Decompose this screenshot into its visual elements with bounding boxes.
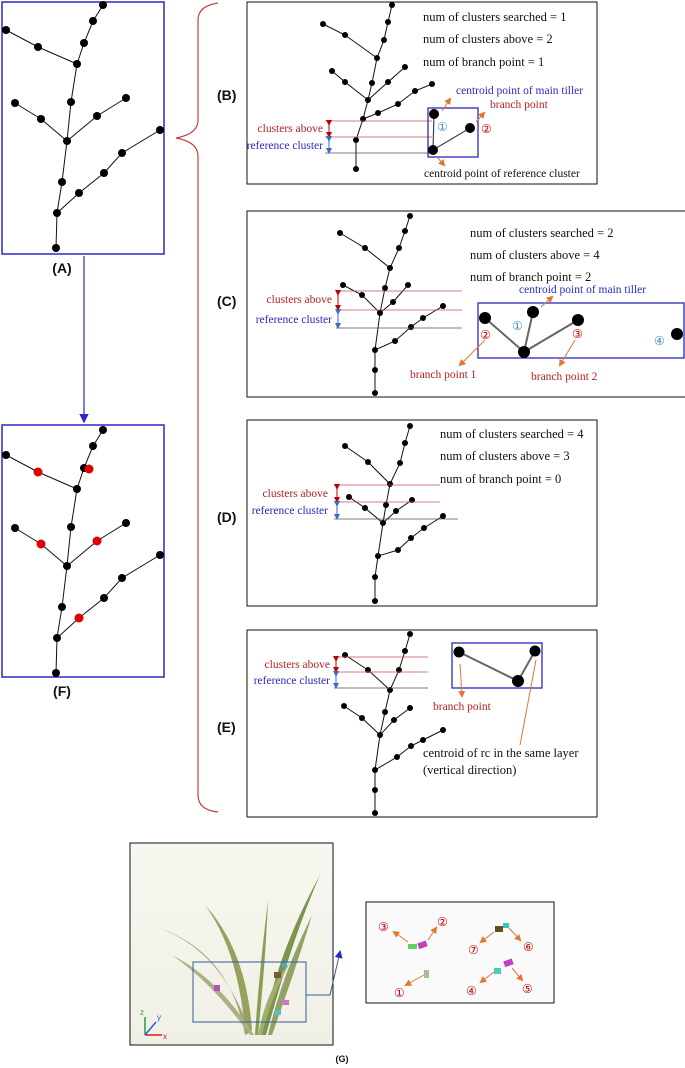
branch-count-text: num of branch point = 0 bbox=[440, 472, 561, 486]
panel-c-zoom-box bbox=[477, 302, 685, 359]
panel-f-skeleton bbox=[2, 426, 164, 677]
branch-point-marker bbox=[36, 539, 46, 549]
panel-d-label: (D) bbox=[217, 509, 236, 525]
panel-g: z y x ③ ② ① ⑦ ⑥ ④ ⑤ (G) bbox=[129, 842, 555, 1064]
main-tiller-label: centroid point of main tiller bbox=[456, 85, 583, 97]
cluster-detail bbox=[392, 923, 524, 986]
panel-e-layer-lines bbox=[333, 656, 428, 689]
panel-g-label: (G) bbox=[336, 1054, 349, 1064]
axis-x-label: x bbox=[163, 1032, 167, 1041]
reference-cluster-label: reference cluster bbox=[252, 505, 328, 517]
branch-count-text: num of branch point = 1 bbox=[423, 55, 544, 69]
branch-point-marker bbox=[33, 467, 43, 477]
panel-b-zoom-content bbox=[428, 109, 475, 155]
panel-c: (C) bbox=[217, 210, 685, 398]
plant-region-box bbox=[192, 961, 307, 1023]
clusters-above-label: clusters above bbox=[258, 123, 323, 135]
axis-y-label: y bbox=[157, 1013, 161, 1022]
panel-c-frame bbox=[246, 210, 685, 398]
panel-a: (A) bbox=[1, 1, 165, 276]
panel-c-skeleton bbox=[337, 213, 446, 396]
bracket bbox=[175, 2, 219, 813]
panel-a-skeleton bbox=[2, 1, 164, 252]
centroid-label-1: centroid of rc in the same layer bbox=[423, 746, 579, 760]
panel-b-skeleton bbox=[320, 2, 435, 172]
panel-d-skeleton bbox=[342, 423, 446, 604]
clusters-searched-text: num of clusters searched = 1 bbox=[423, 10, 566, 24]
branch-point-marker bbox=[92, 536, 102, 546]
clusters-searched-text: num of clusters searched = 4 bbox=[440, 427, 584, 441]
clusters-above-text: num of clusters above = 4 bbox=[470, 248, 600, 262]
marker-7: ⑦ bbox=[468, 943, 479, 957]
panel-d: (D) bbox=[217, 419, 598, 607]
panel-e-label: (E) bbox=[217, 719, 236, 735]
panel-b-frame bbox=[246, 1, 598, 185]
reference-cluster-label: reference cluster bbox=[247, 140, 323, 152]
branch-point-marker bbox=[84, 464, 94, 474]
panel-g-detail-frame bbox=[365, 901, 555, 1004]
marker-2: ② bbox=[480, 328, 491, 342]
branch-point-label: branch point bbox=[433, 701, 492, 713]
panel-e-zoom-box bbox=[451, 642, 543, 689]
marker-1: ① bbox=[394, 986, 405, 1000]
panel-e-skeleton bbox=[341, 631, 446, 816]
clusters-above-label: clusters above bbox=[267, 294, 332, 306]
axis-z-label: z bbox=[140, 1008, 144, 1017]
marker-2: ② bbox=[481, 122, 492, 136]
panel-d-frame bbox=[246, 419, 598, 607]
panel-a-label: (A) bbox=[52, 260, 71, 276]
panel-f: (F) bbox=[1, 424, 165, 699]
clusters-above-label: clusters above bbox=[265, 659, 330, 671]
panel-e-frame bbox=[246, 629, 598, 818]
clusters-above-text: num of clusters above = 3 bbox=[440, 449, 570, 463]
panel-e-zoom-content bbox=[453, 645, 541, 687]
ref-centroid-label: centroid point of reference cluster bbox=[424, 168, 580, 180]
panel-f-frame bbox=[1, 424, 165, 678]
marker-2: ② bbox=[437, 915, 448, 929]
panel-c-zoom-content bbox=[479, 306, 683, 358]
plant-render bbox=[135, 875, 320, 1035]
panel-e: (E) bbox=[217, 629, 598, 818]
branch-point-label: branch point bbox=[490, 99, 549, 111]
clusters-searched-text: num of clusters searched = 2 bbox=[470, 226, 613, 240]
marker-1: ① bbox=[512, 319, 523, 333]
marker-5: ⑤ bbox=[522, 982, 533, 996]
marker-3: ③ bbox=[572, 327, 583, 341]
reference-cluster-label: reference cluster bbox=[254, 675, 330, 687]
marker-1: ① bbox=[437, 120, 448, 134]
centroid-label-2: (vertical direction) bbox=[423, 763, 516, 777]
panel-b-zoom-box bbox=[427, 107, 479, 158]
panel-b: (B) bbox=[217, 1, 598, 185]
panel-c-layer-lines bbox=[335, 290, 462, 329]
panel-b-label: (B) bbox=[217, 87, 236, 103]
branch-point-1-label: branch point 1 bbox=[410, 369, 477, 381]
panel-f-label: (F) bbox=[53, 683, 71, 699]
main-tiller-label: centroid point of main tiller bbox=[519, 284, 646, 296]
axis-gizmo: z y x bbox=[140, 1008, 167, 1041]
panel-b-layer-lines bbox=[325, 120, 432, 154]
panel-d-layer-lines bbox=[334, 484, 458, 520]
marker-4: ④ bbox=[654, 334, 665, 348]
clusters-above-text: num of clusters above = 2 bbox=[423, 32, 553, 46]
clusters-above-label: clusters above bbox=[263, 488, 328, 500]
panel-a-frame bbox=[1, 1, 165, 255]
marker-4: ④ bbox=[466, 984, 477, 998]
reference-cluster-label: reference cluster bbox=[256, 314, 332, 326]
branch-point-marker bbox=[74, 613, 84, 623]
branch-point-2-label: branch point 2 bbox=[531, 371, 598, 383]
marker-3: ③ bbox=[378, 920, 389, 934]
branch-count-text: num of branch point = 2 bbox=[470, 270, 591, 284]
panel-c-label: (C) bbox=[217, 293, 236, 309]
marker-6: ⑥ bbox=[523, 940, 534, 954]
